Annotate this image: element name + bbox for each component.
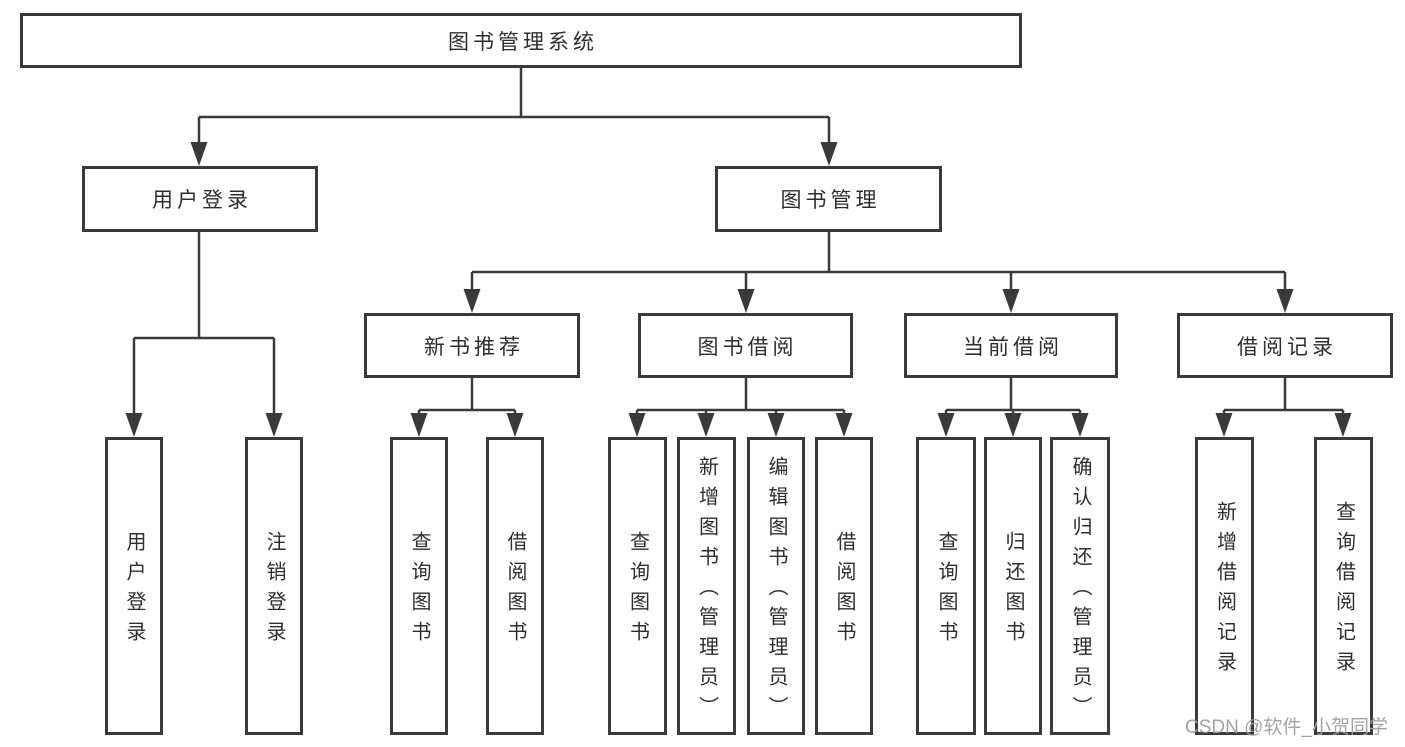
node-borrowing-records: 借阅记录 (1177, 313, 1393, 378)
leaf-label: 用户登录 (123, 531, 145, 651)
leaf-label: 查询图书 (935, 531, 957, 651)
leaf-label: 借阅图书 (833, 531, 855, 651)
leaf-label: 新增借阅记录 (1213, 501, 1236, 681)
leaf-current-confirm-return-admin: 确认归还（管理员） (1050, 437, 1110, 735)
node-user-login: 用户登录 (82, 166, 318, 232)
node-label: 当前借阅 (963, 335, 1063, 359)
leaf-label: 查询借阅记录 (1332, 501, 1355, 681)
leaf-label: 新增图书（管理员） (695, 456, 718, 726)
arrowheads (125, 142, 1352, 437)
leaf-user-login: 用户登录 (105, 437, 163, 735)
leaf-records-add-record: 新增借阅记录 (1195, 437, 1254, 735)
watermark: CSDN @软件_小贺同学 (1185, 717, 1388, 738)
leaf-borrowing-edit-books-admin: 编辑图书（管理员） (747, 437, 805, 735)
leaf-borrowing-add-books-admin: 新增图书（管理员） (677, 437, 736, 735)
leaf-recommend-query-books: 查询图书 (390, 437, 448, 735)
leaf-current-return-books: 归还图书 (984, 437, 1042, 735)
leaf-user-logout: 注销登录 (245, 437, 303, 735)
node-book-management: 图书管理 (715, 166, 942, 232)
node-label: 图书借阅 (697, 335, 798, 359)
node-new-book-recommend: 新书推荐 (364, 313, 580, 378)
leaf-recommend-borrow-books: 借阅图书 (486, 437, 544, 735)
node-library-management-system: 图书管理系统 (20, 13, 1022, 68)
leaf-current-query-books: 查询图书 (916, 437, 976, 735)
node-book-borrowing: 图书借阅 (638, 313, 853, 378)
leaf-borrowing-borrow-books: 借阅图书 (815, 437, 873, 735)
node-label: 图书管理系统 (448, 30, 598, 54)
node-label: 用户登录 (152, 189, 252, 212)
leaf-label: 查询图书 (408, 531, 430, 651)
leaf-label: 确认归还（管理员） (1069, 456, 1091, 726)
leaf-borrowing-query-books: 查询图书 (608, 437, 667, 735)
leaf-label: 注销登录 (263, 531, 285, 651)
leaf-label: 查询图书 (626, 531, 649, 651)
leaf-label: 归还图书 (1002, 531, 1024, 651)
node-current-borrowing: 当前借阅 (904, 313, 1118, 378)
node-label: 图书管理 (780, 189, 881, 212)
leaf-label: 借阅图书 (504, 531, 526, 651)
leaf-records-query-record: 查询借阅记录 (1314, 437, 1373, 735)
leaf-label: 编辑图书（管理员） (765, 456, 787, 726)
node-label: 借阅记录 (1237, 335, 1337, 359)
node-label: 新书推荐 (424, 335, 524, 359)
